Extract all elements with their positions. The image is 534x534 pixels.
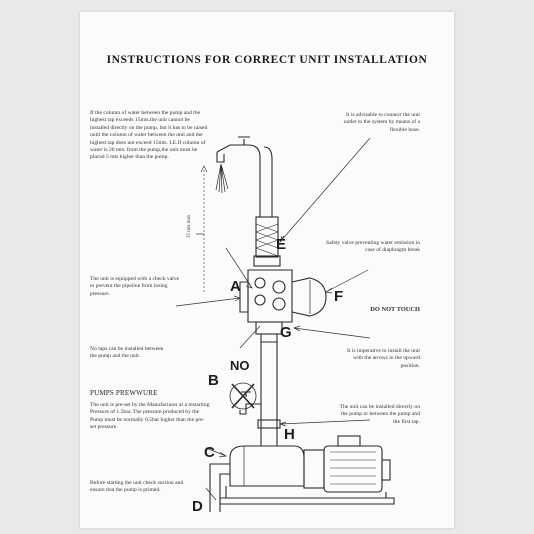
note-column-of-water: If the column of water between the pump … [90, 110, 208, 161]
label-g: G [280, 324, 292, 341]
note-installed-directly: The unit can be installed directly on th… [339, 404, 420, 425]
note-check-valve: The unit is equipped with a check valve … [90, 276, 180, 297]
label-c: C [204, 444, 215, 461]
note-do-not-touch: DO NOT TOUCH [370, 306, 420, 313]
label-f: F [334, 288, 344, 305]
top-tap-handle [238, 136, 250, 145]
label-d: D [192, 498, 203, 515]
label-e: E [276, 236, 287, 253]
note-before-starting: Before starting the unit check suction a… [90, 480, 184, 494]
pumps-pressure-heading: PUMPS PREWWURE [90, 389, 158, 397]
page-title: INSTRUCTIONS FOR CORRECT UNIT INSTALLATI… [106, 54, 428, 66]
label-b: B [208, 372, 219, 389]
note-no-taps: No taps can be installed between the pum… [90, 346, 164, 360]
instruction-sheet: INSTRUCTIONS FOR CORRECT UNIT INSTALLATI… [80, 12, 454, 528]
label-a: A [230, 278, 241, 295]
top-tap-pipe [216, 144, 261, 217]
note-safety-valve: Safety valve preventing water emission i… [326, 240, 420, 254]
label-h: H [284, 426, 295, 443]
note-arrows-upward: It is imperative to install the unit wit… [346, 348, 420, 369]
note-pumps-pressure: The unit is pre-set by the Manufacturer … [90, 402, 210, 431]
installation-diagram [175, 136, 395, 512]
note-flexible-hose: It is advisable to connect the unit outl… [343, 112, 420, 133]
dimension-label: 15 mts max [187, 214, 192, 238]
label-no: NO [230, 358, 250, 373]
